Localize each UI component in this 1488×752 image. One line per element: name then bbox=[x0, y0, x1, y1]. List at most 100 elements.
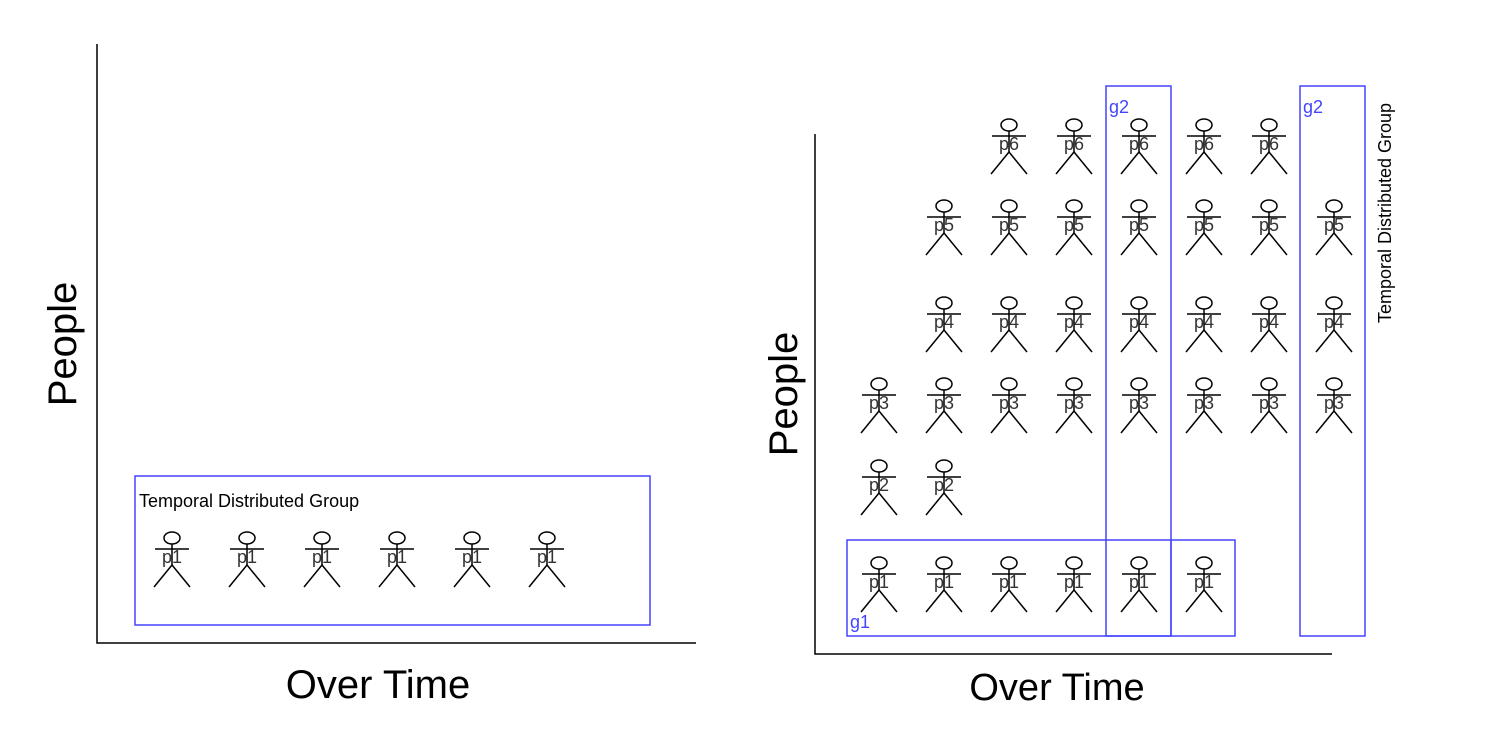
person-left-leg bbox=[1185, 151, 1205, 175]
person-head bbox=[538, 531, 556, 545]
person-left-leg bbox=[153, 564, 173, 588]
right-x-axis-label: Over Time bbox=[969, 667, 1144, 709]
person-right-leg bbox=[878, 410, 898, 434]
person-right-leg bbox=[1073, 151, 1093, 175]
person-figure: p3 bbox=[1120, 377, 1158, 434]
person-right-leg bbox=[943, 329, 963, 353]
person-figure: p6 bbox=[1120, 118, 1158, 175]
person-head bbox=[1325, 199, 1343, 213]
person-left-leg bbox=[925, 589, 945, 613]
person-label: p6 bbox=[1259, 134, 1279, 154]
g2-group-box-column bbox=[1105, 85, 1172, 637]
person-figure: p5 bbox=[990, 199, 1028, 256]
person-right-leg bbox=[1333, 410, 1353, 434]
person-left-leg bbox=[1120, 329, 1140, 353]
left-axes bbox=[96, 44, 696, 644]
g2-label-column: g2 bbox=[1109, 97, 1129, 117]
person-label: p5 bbox=[1194, 215, 1214, 235]
person-figure: p4 bbox=[1315, 296, 1353, 353]
person-head bbox=[1325, 296, 1343, 310]
person-left-leg bbox=[925, 492, 945, 516]
person-right-leg bbox=[1203, 589, 1223, 613]
person-head bbox=[870, 556, 888, 570]
person-right-leg bbox=[1138, 329, 1158, 353]
person-right-leg bbox=[171, 564, 191, 588]
person-head bbox=[1130, 296, 1148, 310]
person-right-leg bbox=[1073, 329, 1093, 353]
person-label: p4 bbox=[934, 312, 954, 332]
person-label: p2 bbox=[934, 475, 954, 495]
person-head bbox=[1195, 296, 1213, 310]
person-label: p5 bbox=[934, 215, 954, 235]
person-left-leg bbox=[1055, 589, 1075, 613]
person-label: p3 bbox=[1194, 393, 1214, 413]
person-right-leg bbox=[1008, 232, 1028, 256]
person-head bbox=[1065, 296, 1083, 310]
person-left-leg bbox=[990, 151, 1010, 175]
person-head bbox=[935, 459, 953, 473]
person-right-leg bbox=[1073, 410, 1093, 434]
person-label: p1 bbox=[1064, 572, 1084, 592]
person-label: p1 bbox=[537, 547, 557, 567]
person-left-leg bbox=[1185, 410, 1205, 434]
person-head bbox=[1000, 118, 1018, 132]
person-figure: p2 bbox=[860, 459, 898, 516]
person-head bbox=[1000, 296, 1018, 310]
person-head bbox=[1325, 377, 1343, 391]
g1-label: g1 bbox=[850, 612, 870, 632]
person-head bbox=[1065, 118, 1083, 132]
person-right-leg bbox=[396, 564, 416, 588]
person-left-leg bbox=[990, 410, 1010, 434]
person-head bbox=[1260, 296, 1278, 310]
person-left-leg bbox=[1250, 410, 1270, 434]
person-label: p1 bbox=[999, 572, 1019, 592]
person-right-leg bbox=[1138, 410, 1158, 434]
person-label: p3 bbox=[1129, 393, 1149, 413]
person-label: p3 bbox=[1259, 393, 1279, 413]
person-label: p6 bbox=[1129, 134, 1149, 154]
person-figure: p3 bbox=[990, 377, 1028, 434]
person-figure: p6 bbox=[1250, 118, 1288, 175]
person-left-leg bbox=[1055, 151, 1075, 175]
person-label: p1 bbox=[162, 547, 182, 567]
person-label: p3 bbox=[869, 393, 889, 413]
left-group-caption: Temporal Distributed Group bbox=[139, 491, 359, 511]
person-right-leg bbox=[1333, 232, 1353, 256]
person-left-leg bbox=[378, 564, 398, 588]
person-right-leg bbox=[1008, 410, 1028, 434]
person-head bbox=[1195, 377, 1213, 391]
person-label: p1 bbox=[1129, 572, 1149, 592]
person-head bbox=[1065, 377, 1083, 391]
person-figure: p5 bbox=[925, 199, 963, 256]
person-figure: p5 bbox=[1120, 199, 1158, 256]
person-left-leg bbox=[1055, 232, 1075, 256]
person-right-leg bbox=[321, 564, 341, 588]
person-right-leg bbox=[878, 589, 898, 613]
person-head bbox=[1065, 556, 1083, 570]
person-left-leg bbox=[1185, 329, 1205, 353]
person-figure: p1 bbox=[925, 556, 963, 613]
person-figure: p6 bbox=[1185, 118, 1223, 175]
person-figure: p3 bbox=[1055, 377, 1093, 434]
person-left-leg bbox=[528, 564, 548, 588]
person-left-leg bbox=[1250, 151, 1270, 175]
person-head bbox=[1065, 199, 1083, 213]
person-figure: p5 bbox=[1185, 199, 1223, 256]
right-axes bbox=[814, 134, 1332, 655]
person-figure: p1 bbox=[990, 556, 1028, 613]
g2-label-right: g2 bbox=[1303, 97, 1323, 117]
person-figure: p3 bbox=[1185, 377, 1223, 434]
person-figure: p1 bbox=[303, 531, 341, 588]
person-figure: p1 bbox=[1055, 556, 1093, 613]
person-right-leg bbox=[878, 492, 898, 516]
person-figure: p4 bbox=[925, 296, 963, 353]
person-label: p6 bbox=[999, 134, 1019, 154]
person-left-leg bbox=[1315, 329, 1335, 353]
person-right-leg bbox=[943, 492, 963, 516]
person-right-leg bbox=[943, 410, 963, 434]
person-right-leg bbox=[1073, 589, 1093, 613]
person-left-leg bbox=[1250, 329, 1270, 353]
person-left-leg bbox=[990, 329, 1010, 353]
person-label: p3 bbox=[934, 393, 954, 413]
